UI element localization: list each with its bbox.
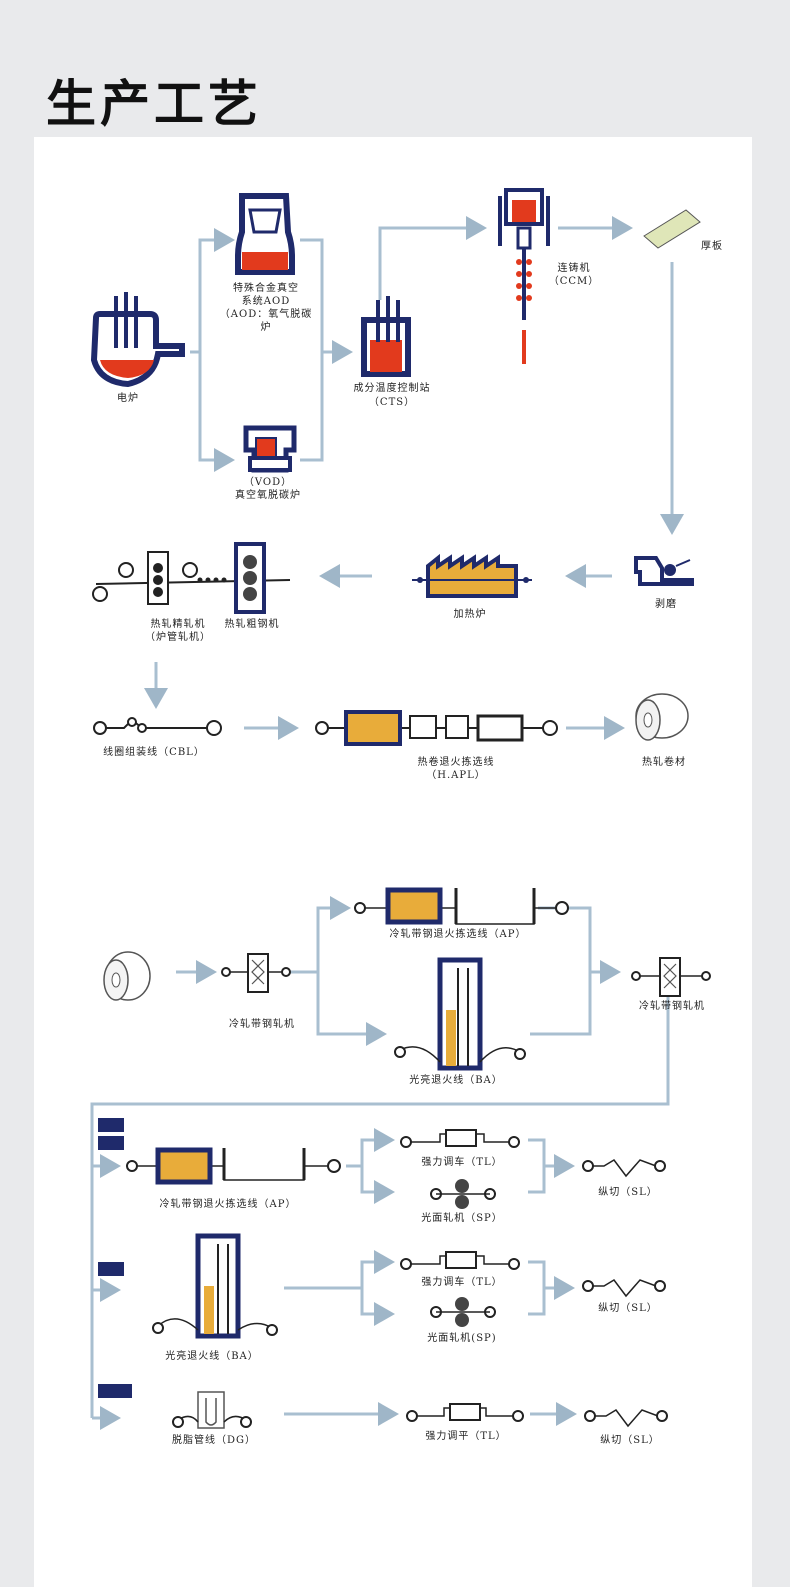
label-finish-mill-1: 热轧精轧机	[150, 619, 206, 630]
label-tl2: 强力调车（TL）	[421, 1277, 503, 1288]
label-tl1: 强力调车（TL）	[421, 1157, 503, 1168]
label-cold-mill-2: 冷轧带钢轧机	[639, 1001, 705, 1012]
tl-sl-row3	[406, 1403, 668, 1428]
cold-coil-icon	[103, 951, 151, 1001]
label-sp2: 光面轧机(SP)	[427, 1333, 497, 1344]
label-sl3: 纵切（SL）	[600, 1435, 660, 1446]
label-aod-2: 系统AOD	[241, 296, 291, 307]
label-dg: 脱脂管线（DG）	[171, 1435, 257, 1446]
hapl-line-icon	[315, 710, 558, 746]
label-grinding: 剥磨	[655, 599, 677, 610]
label-sl2: 纵切（SL）	[598, 1303, 658, 1314]
dg-line-icon	[172, 1391, 252, 1429]
label-ccm-1: 连铸机	[557, 263, 591, 274]
label-plate: 厚板	[701, 241, 723, 252]
label-sp1: 光面轧机（SP）	[421, 1213, 503, 1224]
label-ap2: 冷轧带钢退火拣选线（AP）	[159, 1199, 297, 1210]
ap2-line-icon	[126, 1147, 341, 1185]
ba-tower-icon	[394, 957, 526, 1071]
label-sl1: 纵切（SL）	[598, 1187, 658, 1198]
hot-coil-icon	[635, 693, 689, 741]
section-tab	[98, 1118, 124, 1132]
label-rough-mill: 热轧粗钢机	[224, 619, 280, 630]
section-tab	[98, 1262, 124, 1276]
label-hot-coil: 热轧卷材	[642, 757, 686, 768]
label-ccm-2: （CCM）	[548, 276, 600, 287]
cold-mill-icon	[221, 953, 711, 997]
aod-converter-icon	[235, 193, 295, 275]
label-tl3: 强力调平（TL）	[425, 1431, 507, 1442]
label-aod-1: 特殊合金真空	[233, 283, 299, 294]
label-hapl-1: 热卷退火拣选线	[417, 757, 495, 768]
vod-vessel-icon	[243, 425, 297, 473]
label-electric-furnace: 电炉	[117, 393, 139, 404]
ba2-tower-icon	[152, 1233, 278, 1339]
label-ba-top: 光亮退火线（BA）	[409, 1075, 503, 1086]
label-vod-2: 真空氧脱碳炉	[235, 490, 301, 501]
label-aod-4: 炉	[260, 322, 272, 333]
label-heating-furnace: 加热炉	[453, 609, 487, 620]
label-cts-1: 成分温度控制站	[353, 383, 431, 394]
section-tab	[98, 1384, 132, 1398]
tl-sp-sl-row1	[400, 1129, 666, 1209]
electric-furnace-icon	[90, 292, 185, 388]
label-cold-mill-1: 冷轧带钢轧机	[229, 1019, 295, 1030]
label-finish-mill-2: （炉管轧机）	[145, 632, 211, 643]
label-hapl-2: （H.APL）	[426, 770, 486, 781]
page-title: 生产工艺	[46, 75, 262, 133]
ap-line-icon	[354, 887, 569, 925]
label-ba2: 光亮退火线（BA）	[165, 1351, 259, 1362]
continuous-caster-icon	[498, 188, 550, 364]
label-cts-2: （CTS）	[368, 397, 416, 408]
hot-rolling-mills-icon	[92, 542, 291, 614]
grinding-machine-icon	[634, 556, 694, 586]
process-panel-gap	[34, 835, 752, 895]
label-aod-3: （AOD：氧气脱碳	[219, 309, 313, 320]
label-ap-top: 冷轧带钢退火拣选线（AP）	[389, 929, 527, 940]
heating-furnace-icon	[412, 553, 532, 598]
plate-slab-icon	[643, 209, 701, 249]
label-cbl: 线圈组装线（CBL）	[103, 747, 205, 758]
flow-arrows-section2	[90, 896, 670, 1430]
tl-sp-sl-row2	[400, 1251, 666, 1327]
label-vod-1: （VOD）	[243, 477, 293, 488]
cts-station-icon	[361, 296, 411, 377]
flow-arrows-section1	[144, 216, 684, 740]
section-tab	[98, 1136, 124, 1150]
cbl-line-icon	[93, 717, 222, 736]
